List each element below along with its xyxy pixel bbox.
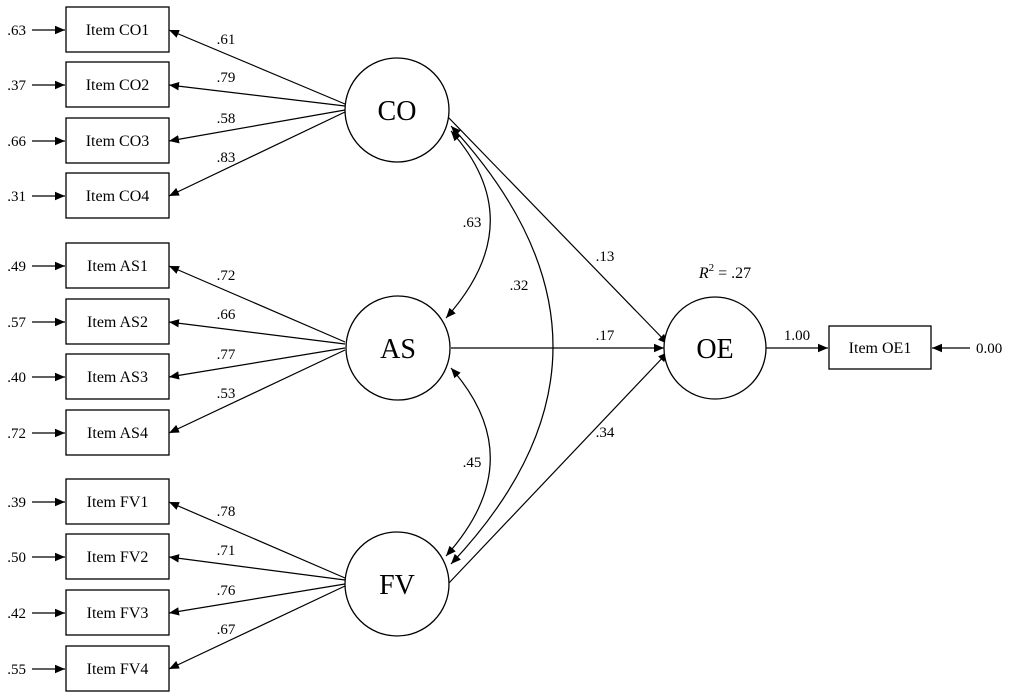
item-box-co4: [65, 172, 170, 219]
item-label-as4: Item AS4: [87, 425, 148, 442]
latent-variables: CO AS FV OE: [344, 57, 767, 637]
loading-value-as3: .77: [217, 347, 236, 363]
path-values: .13 .17 .34 1.00: [596, 249, 811, 441]
item-label-as2: Item AS2: [87, 314, 148, 331]
correlation-value-co-fv: .32: [510, 278, 529, 294]
item-box-fv2: [65, 533, 170, 580]
loading-value-fv3: .76: [217, 583, 236, 599]
error-value-oe1: 0.00: [976, 341, 1002, 357]
loading-value-fv1: .78: [217, 504, 236, 520]
item-label-fv4: Item FV4: [87, 661, 149, 678]
item-label-co4: Item CO4: [86, 188, 150, 205]
correlation-curve-co-as: [445, 130, 491, 319]
item-box-oe1: [828, 325, 932, 370]
item-box-as3: [65, 353, 170, 400]
item-box-as4: [65, 409, 170, 456]
correlation-value-as-fv: .45: [463, 455, 482, 471]
loading-arrow-co3: [168, 109, 346, 144]
loading-arrow-co1: [168, 29, 346, 105]
latent-circle-as: [345, 295, 451, 401]
error-value-as2: .57: [7, 315, 26, 331]
item-label-as3: Item AS3: [87, 369, 148, 386]
item-boxes: [65, 6, 932, 692]
loading-value-as2: .66: [217, 307, 236, 323]
loading-arrow-as1: [168, 265, 346, 343]
latent-circle-fv: [344, 531, 450, 637]
structural-paths: [447, 116, 970, 585]
item-label-fv2: Item FV2: [87, 549, 149, 566]
item-label-co3: Item CO3: [86, 133, 150, 150]
latent-circle-oe: [663, 296, 767, 400]
r-squared-exponent: 2: [709, 262, 715, 274]
latent-label-as: AS: [380, 334, 416, 365]
item-label-fv1: Item FV1: [87, 494, 149, 511]
loading-value-co2: .79: [217, 70, 236, 86]
item-label-as1: Item AS1: [87, 258, 148, 275]
path-value-co-oe: .13: [596, 249, 615, 265]
loading-arrow-co2: [168, 82, 346, 107]
loading-value-co1: .61: [217, 32, 236, 48]
loading-value-as1: .72: [217, 268, 236, 284]
error-value-as1: .49: [7, 259, 26, 275]
correlation-curve-as-fv: [445, 367, 491, 557]
item-box-as2: [65, 298, 170, 345]
r-squared-label: R2 = .27: [698, 262, 751, 282]
correlation-values: .63 .45 .32: [463, 215, 529, 471]
loading-arrow-as3: [168, 347, 346, 380]
loading-value-fv2: .71: [217, 543, 236, 559]
item-box-fv1: [65, 478, 170, 525]
loading-arrow-co4: [168, 111, 346, 197]
latent-circle-co: [344, 57, 450, 163]
item-label-co2: Item CO2: [86, 77, 150, 94]
path-arrow-fv-oe: [447, 351, 669, 585]
error-value-co1: .63: [7, 23, 26, 39]
loading-value-fv4: .67: [217, 622, 236, 638]
latent-label-oe: OE: [696, 334, 733, 365]
latent-label-fv: FV: [379, 570, 415, 601]
error-value-co3: .66: [7, 134, 26, 150]
r-squared-symbol: R: [698, 265, 709, 282]
item-box-co2: [65, 61, 170, 108]
item-labels: Item CO1 Item CO2 Item CO3 Item CO4 Item…: [86, 22, 912, 678]
error-values: .63 .37 .66 .31 .49 .57 .40 .72 .39 .50 …: [7, 23, 1002, 678]
item-label-oe1: Item OE1: [849, 340, 912, 357]
error-value-co4: .31: [7, 189, 26, 205]
item-box-co3: [65, 117, 170, 164]
loading-value-co3: .58: [217, 111, 236, 127]
path-value-as-oe: .17: [596, 328, 615, 344]
loading-arrow-fv1: [168, 501, 346, 579]
correlation-value-co-as: .63: [463, 215, 482, 231]
error-arrows: [32, 25, 65, 674]
loading-arrow-fv2: [168, 554, 346, 581]
error-value-fv2: .50: [7, 550, 26, 566]
loading-values: .61 .79 .58 .83 .72 .66 .77 .53 .78 .71 …: [217, 32, 236, 638]
loading-arrow-as4: [168, 349, 346, 434]
loading-value-as4: .53: [217, 386, 236, 402]
loading-arrow-as2: [168, 319, 346, 345]
error-value-fv3: .42: [7, 606, 26, 622]
correlation-curves: [445, 125, 554, 565]
latent-label-co: CO: [378, 96, 417, 127]
error-value-as3: .40: [7, 370, 26, 386]
error-value-fv4: .55: [7, 662, 26, 678]
loading-arrow-fv4: [168, 585, 346, 670]
item-box-fv3: [65, 589, 170, 636]
item-box-fv4: [65, 645, 170, 692]
item-label-co1: Item CO1: [86, 22, 150, 39]
r-squared-value: = .27: [714, 265, 751, 282]
correlation-curve-co-fv: [450, 125, 554, 565]
item-box-co1: [65, 6, 170, 53]
path-value-oe-item: 1.00: [784, 328, 810, 344]
item-box-as1: [65, 242, 170, 289]
error-value-co2: .37: [7, 78, 26, 94]
loading-arrows: [168, 29, 346, 670]
error-value-fv1: .39: [7, 495, 26, 511]
error-value-as4: .72: [7, 426, 26, 442]
loading-arrow-fv3: [168, 583, 346, 616]
path-arrow-co-oe: [447, 116, 669, 345]
item-label-fv3: Item FV3: [87, 605, 149, 622]
path-value-fv-oe: .34: [596, 425, 615, 441]
loading-value-co4: .83: [217, 150, 236, 166]
